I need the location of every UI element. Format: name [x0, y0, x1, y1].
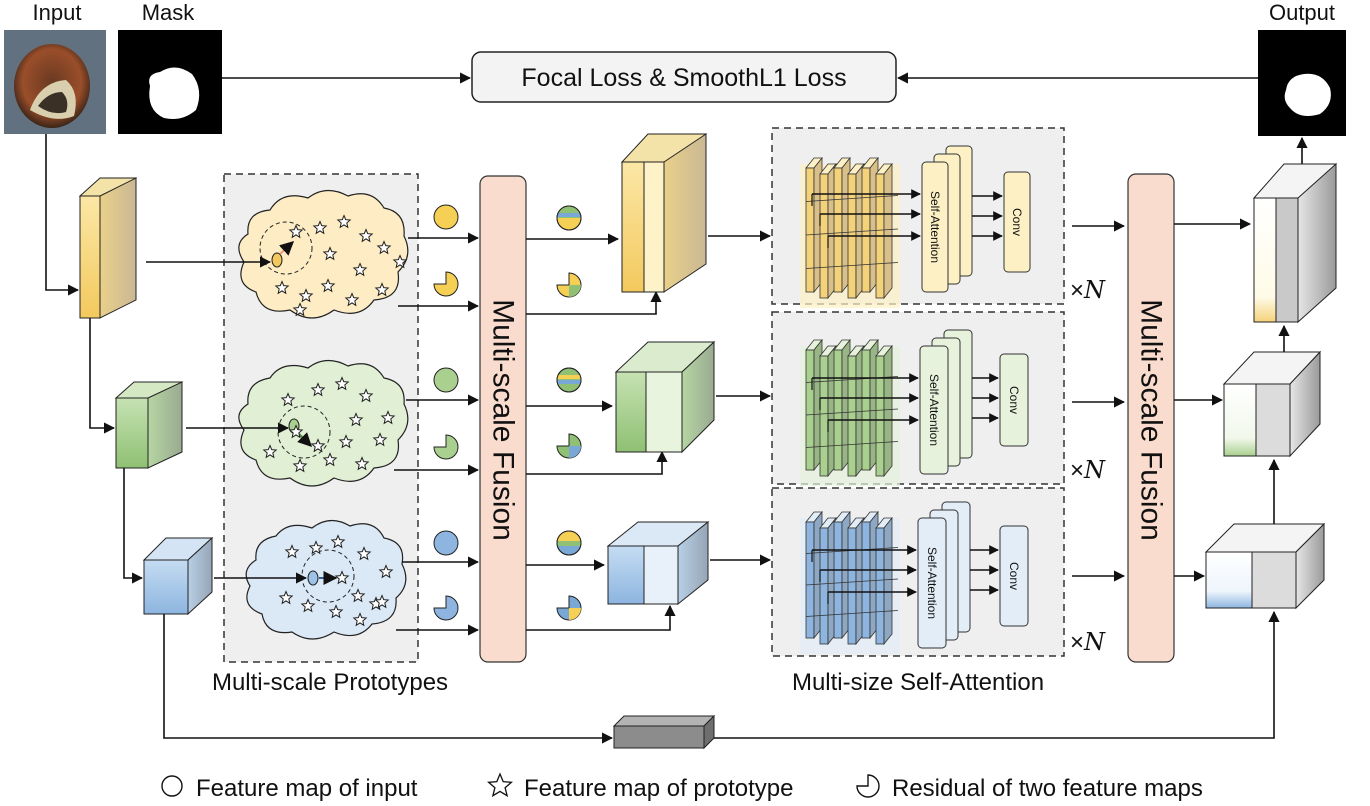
- cloud-output-arrows: [394, 232, 480, 636]
- conv-label: Conv: [1010, 208, 1024, 236]
- prototype-star-icon: [298, 288, 314, 303]
- prototype-star-icon: [354, 456, 370, 471]
- legend-text-prototype: Feature map of prototype: [524, 775, 793, 802]
- fusion-block-right: [1127, 173, 1175, 663]
- fusion-left-label: Multi-scale Fusion: [487, 299, 520, 541]
- conv-label: Conv: [1007, 562, 1021, 590]
- fusion-output-arrows: [526, 233, 676, 631]
- prototype-star-icon: [344, 292, 360, 307]
- prototype-star-icon: [330, 534, 346, 549]
- prototype-star-icon: [310, 438, 326, 453]
- prototype-star-icon: [374, 282, 390, 297]
- encoder-feature-yellow: [78, 177, 138, 319]
- attention-panel: Self-Attention Conv ×N: [771, 487, 1106, 657]
- prototype-star-icon: [352, 612, 368, 627]
- self-attention-label: Self-Attention: [928, 191, 942, 263]
- input-label: Input: [33, 0, 82, 25]
- prototype-star-icon: [312, 220, 328, 235]
- times-n-label: ×N: [1070, 276, 1106, 304]
- prototype-star-icon: [308, 540, 324, 555]
- prototype-star-icon: [348, 412, 364, 427]
- self-attention-label: Self-Attention: [925, 547, 939, 619]
- prototype-star-icon: [280, 392, 296, 407]
- prototype-star-icon: [288, 224, 304, 239]
- prototype-star-icon: [310, 382, 326, 397]
- loss-box: [471, 51, 897, 103]
- prototype-star-icon: [320, 278, 336, 293]
- prototype-star-icon: [376, 240, 392, 255]
- prototype-star-icon: [284, 544, 300, 559]
- fused-cube-blue: [606, 520, 710, 606]
- output-label: Output: [1269, 0, 1335, 25]
- prototype-star-icon: [378, 564, 394, 579]
- skip-connection-arrow-in: [163, 614, 614, 744]
- fused-cube-yellow: [620, 133, 708, 293]
- mask-image: [118, 30, 222, 134]
- fusion-right-label: Multi-scale Fusion: [1135, 299, 1168, 541]
- input-image: [4, 30, 106, 134]
- attention-panel: Self-Attention Conv ×N: [771, 311, 1106, 486]
- prototype-star-icon: [278, 590, 294, 605]
- prototype-star-icon: [274, 280, 290, 295]
- yellow-to-green-arrow: [89, 318, 116, 434]
- prototype-star-icon: [288, 424, 304, 439]
- prototype-star-icon: [334, 570, 350, 585]
- encoder-feature-blue: [142, 536, 214, 616]
- prototype-star-icon: [374, 594, 390, 609]
- mask-label: Mask: [142, 0, 196, 25]
- fusion-block-left: [479, 175, 527, 663]
- skip-connection-arrow-out: [714, 610, 1280, 739]
- decoder-cube-bottom: [1204, 522, 1326, 610]
- legend-text-input: Feature map of input: [196, 775, 418, 802]
- prototype-star-icon: [322, 246, 338, 261]
- prototype-cloud-green: [238, 359, 409, 487]
- legend-circle-icon: [161, 775, 183, 797]
- prototype-star-icon: [392, 254, 408, 269]
- left-symbol-icons: [433, 204, 459, 621]
- self-attention-section-label: Multi-size Self-Attention: [792, 669, 1044, 696]
- legend: Feature map of input Feature map of prot…: [161, 772, 1203, 802]
- prototype-star-icon: [322, 452, 338, 467]
- prototype-star-icon: [334, 376, 350, 391]
- prototype-stars: [262, 214, 408, 627]
- prototypes-label: Multi-scale Prototypes: [212, 669, 448, 696]
- prototype-star-icon: [292, 302, 308, 317]
- loss-label: Focal Loss & SmoothL1 Loss: [521, 64, 846, 92]
- input-to-encoder-arrow: [45, 134, 80, 296]
- prototype-star-icon: [358, 228, 374, 243]
- self-attention-label: Self-Attention: [927, 374, 941, 446]
- prototype-star-icon: [352, 262, 368, 277]
- fused-cube-green: [614, 340, 716, 454]
- prototype-star-icon: [372, 432, 388, 447]
- skip-feature-block: [612, 714, 716, 750]
- attention-panel: Self-Attention Conv ×N: [771, 127, 1106, 308]
- prototype-star-icon: [328, 604, 344, 619]
- prototype-star-icon: [380, 410, 396, 425]
- prototype-star-icon: [262, 444, 278, 459]
- prototype-star-icon: [356, 546, 372, 561]
- prototype-star-icon: [292, 458, 308, 473]
- conv-label: Conv: [1007, 386, 1021, 414]
- right-symbol-icons: [556, 205, 582, 621]
- output-image: [1258, 30, 1346, 136]
- green-to-blue-arrow: [123, 468, 144, 584]
- legend-star-icon: [486, 772, 514, 798]
- prototype-star-icon: [350, 588, 366, 603]
- prototype-star-icon: [358, 388, 374, 403]
- prototype-star-icon: [300, 598, 316, 613]
- prototype-star-icon: [336, 214, 352, 229]
- decoder-cube-top: [1252, 162, 1338, 324]
- times-n-label: ×N: [1070, 456, 1106, 484]
- decoder-cube-mid: [1222, 350, 1322, 458]
- legend-residual-icon: [856, 774, 880, 798]
- legend-text-residual: Residual of two feature maps: [892, 775, 1203, 802]
- prototype-cloud-blue: [245, 519, 407, 640]
- prototype-star-icon: [338, 434, 354, 449]
- encoder-feature-green: [114, 381, 184, 469]
- times-n-label: ×N: [1070, 628, 1106, 656]
